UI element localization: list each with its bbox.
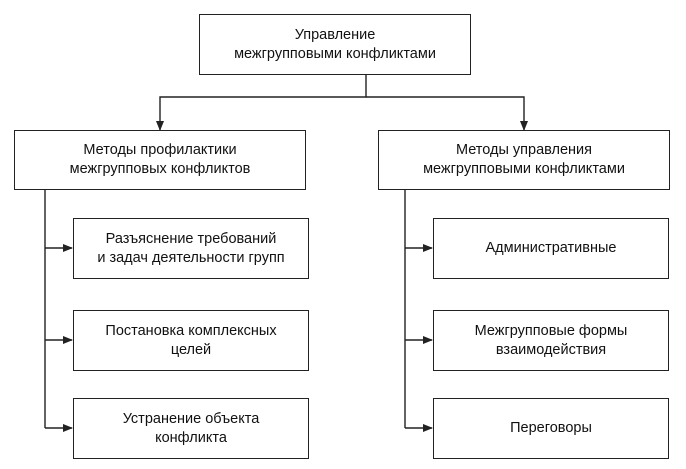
- root-box: Управление межгрупповыми конфликтами: [199, 14, 471, 75]
- right-item-2-line1: Межгрупповые формы: [474, 322, 628, 339]
- left-item-3-line2: конфликта: [155, 429, 227, 446]
- root-connector-right: [366, 96, 528, 131]
- root-line2: межгрупповыми конфликтами: [234, 45, 436, 62]
- root-line1: Управление: [294, 26, 376, 43]
- left-item-2-line1: Постановка комплексных: [105, 322, 277, 339]
- right-item-3: Переговоры: [433, 398, 669, 459]
- right-item-3-line1: Переговоры: [510, 420, 592, 436]
- left-header-line1: Методы профилактики: [83, 142, 237, 158]
- right-item-2: Межгрупповые формы взаимодействия: [433, 310, 669, 371]
- left-header-line2: межгрупповых конфликтов: [69, 161, 251, 177]
- left-item-1-line1: Разъяснение требований: [105, 230, 277, 247]
- left-item-1: Разъяснение требований и задач деятельно…: [73, 218, 309, 279]
- right-header-box: Методы управления межгрупповыми конфликт…: [378, 130, 670, 190]
- right-header-line1: Методы управления: [455, 142, 593, 158]
- left-item-2-line2: целей: [170, 341, 212, 358]
- left-item-1-line2: и задач деятельности групп: [97, 249, 285, 266]
- right-header-line2: межгрупповыми конфликтами: [423, 161, 625, 177]
- right-item-1-line1: Административные: [485, 240, 617, 256]
- left-header-box: Методы профилактики межгрупповых конфлик…: [14, 130, 306, 190]
- left-item-3: Устранение объекта конфликта: [73, 398, 309, 459]
- right-item-2-line2: взаимодействия: [495, 341, 607, 358]
- root-connector: [156, 75, 367, 131]
- right-item-1: Административные: [433, 218, 669, 279]
- left-item-3-line1: Устранение объекта: [122, 410, 260, 427]
- left-item-2: Постановка комплексных целей: [73, 310, 309, 371]
